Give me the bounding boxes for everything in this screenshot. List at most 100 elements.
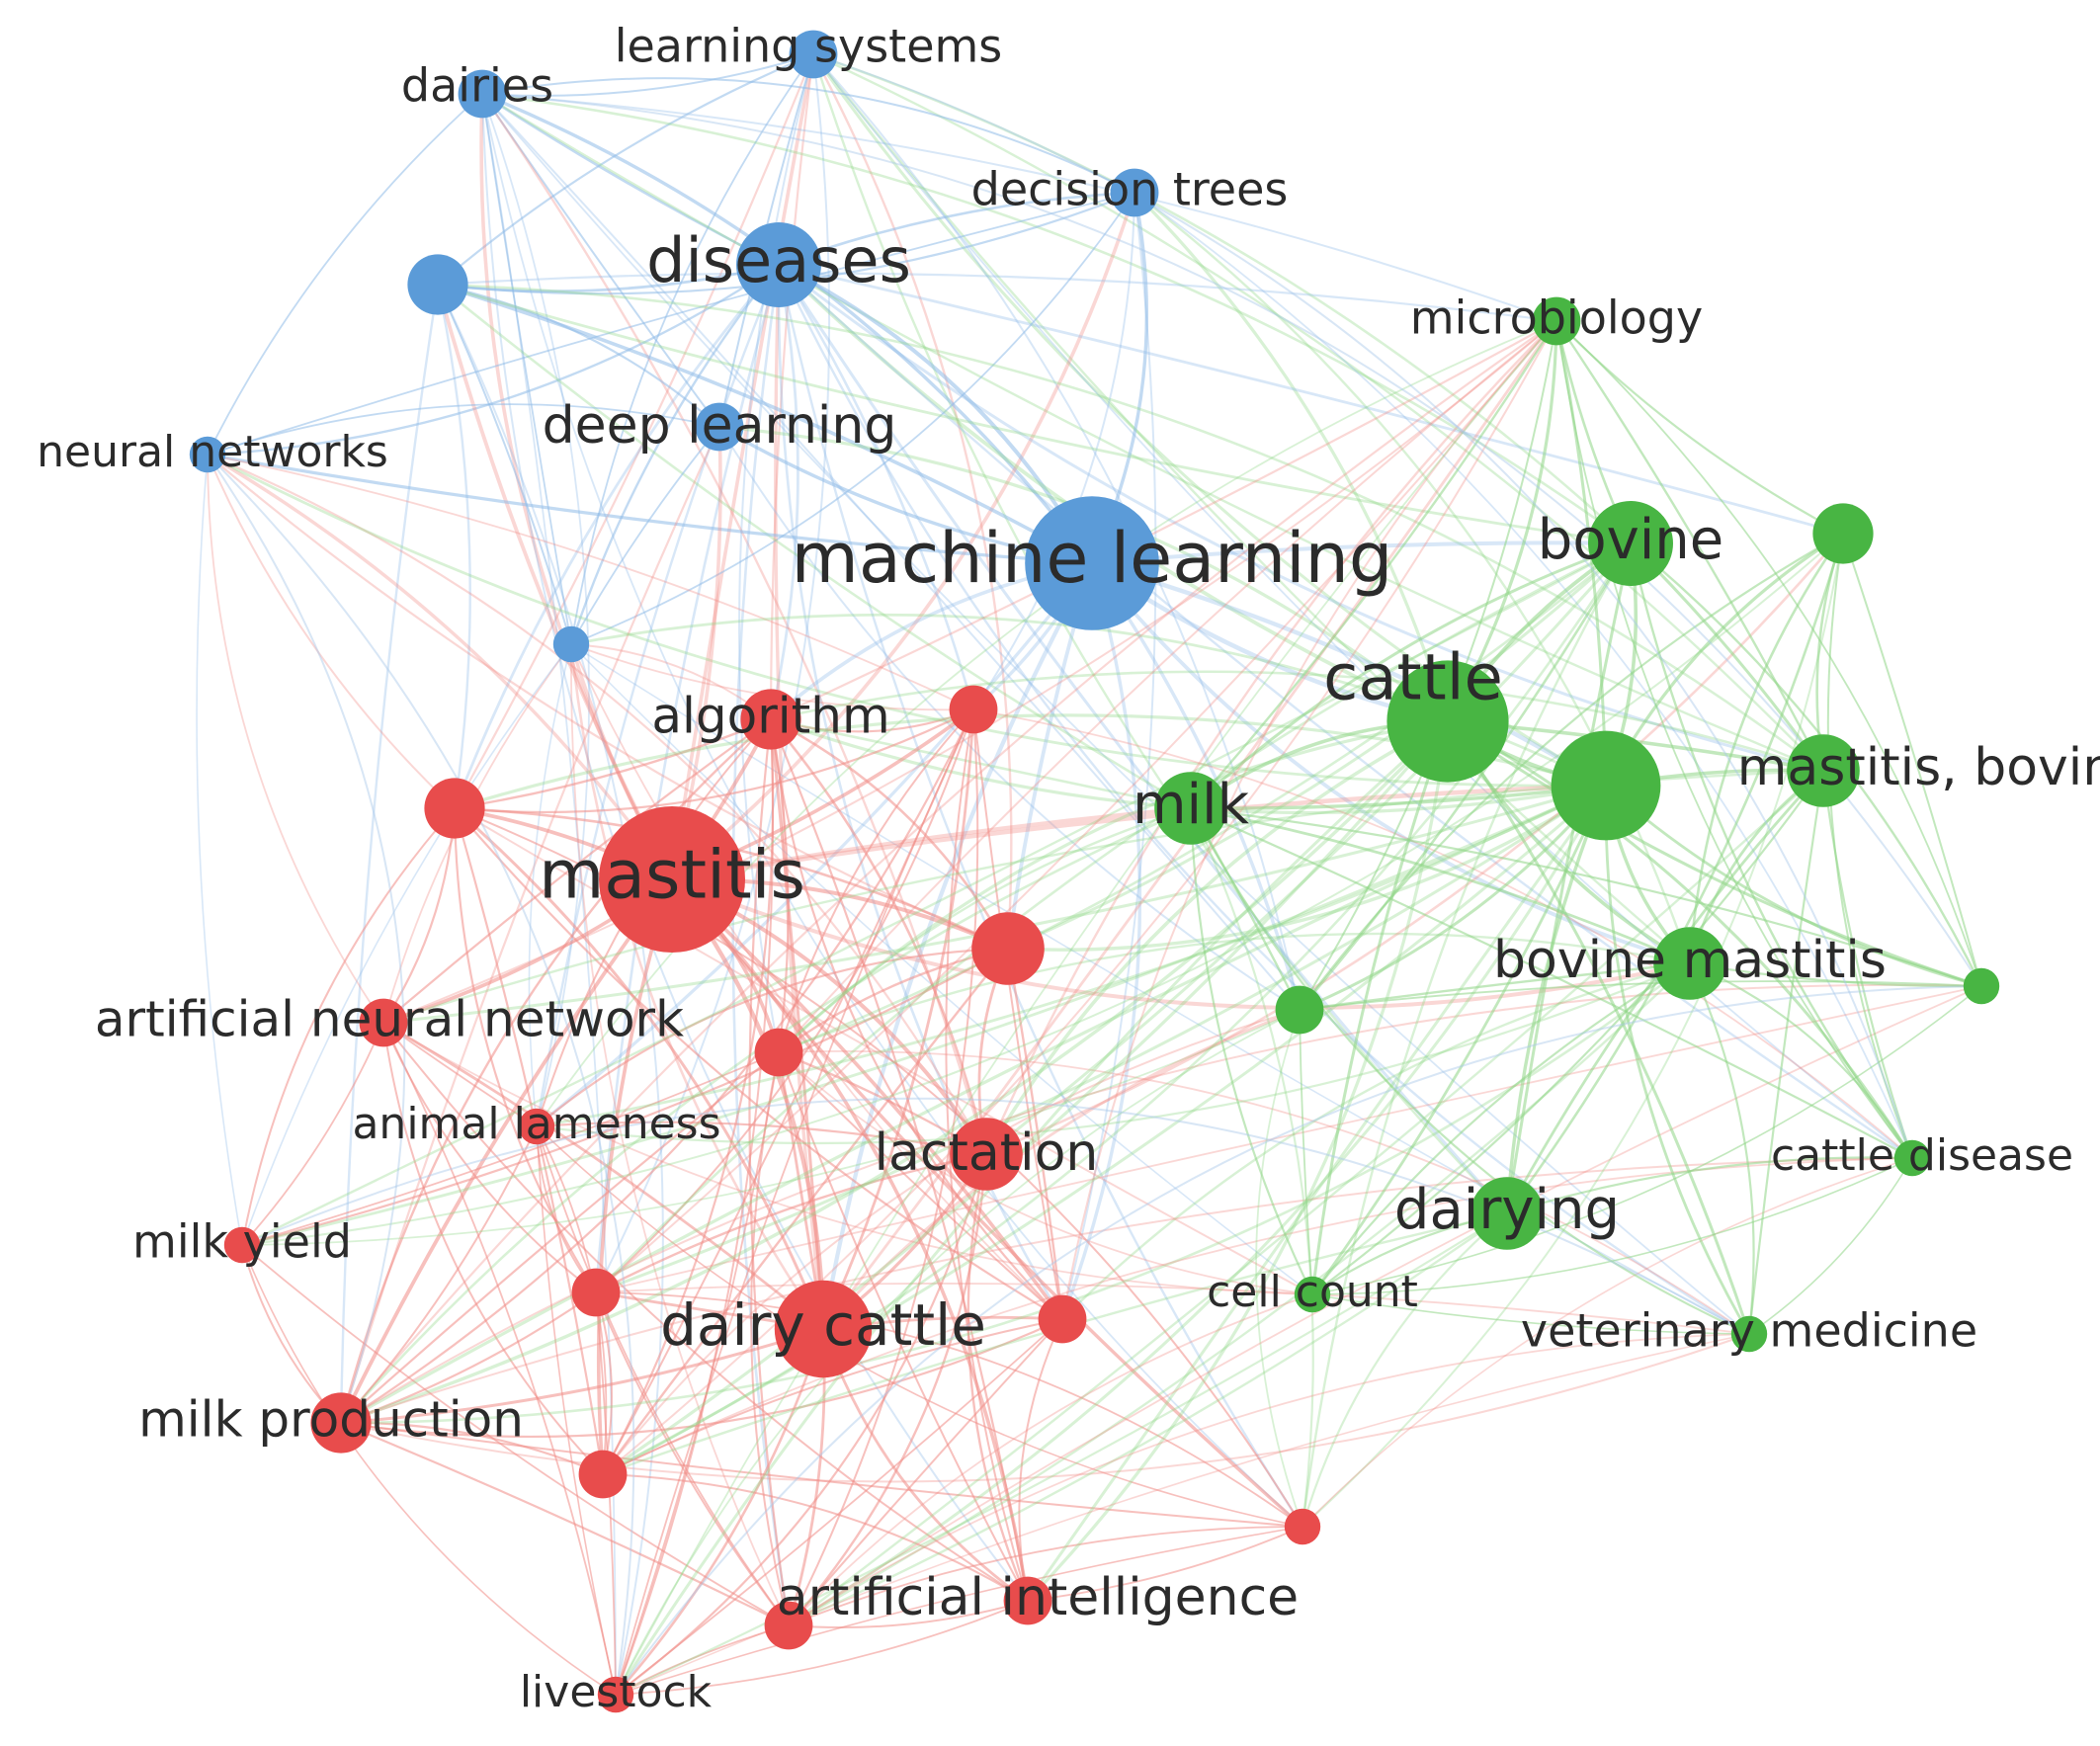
- edge: [1555, 320, 1825, 772]
- node-dairy-cattle[interactable]: [774, 1280, 873, 1378]
- node-milk-yield[interactable]: [223, 1226, 261, 1264]
- edge: [536, 1121, 987, 1156]
- node-red-unlabeled-3[interactable]: [971, 912, 1045, 985]
- edge: [1190, 807, 1314, 1528]
- node-red-unlabeled-8[interactable]: [1284, 1508, 1321, 1545]
- edge: [777, 264, 1509, 1215]
- node-blue-unlabeled-2[interactable]: [552, 625, 590, 663]
- edge: [454, 53, 815, 809]
- edge: [602, 320, 1557, 1475]
- edge: [207, 454, 1009, 951]
- node-cell-count[interactable]: [1294, 1276, 1331, 1313]
- edge: [812, 53, 1691, 964]
- node-learning-systems[interactable]: [789, 30, 838, 79]
- label-learning-systems: learning systems: [615, 20, 1003, 73]
- edge: [535, 562, 1094, 1128]
- edge: [340, 1125, 538, 1424]
- node-red-unlabeled-4[interactable]: [754, 1028, 803, 1077]
- edge: [1299, 980, 1982, 1011]
- node-mastitis[interactable]: [599, 806, 745, 953]
- edge: [788, 1212, 1508, 1627]
- node-cattle-disease[interactable]: [1893, 1139, 1931, 1177]
- node-animal-lameness[interactable]: [518, 1108, 555, 1145]
- node-bovine[interactable]: [1588, 501, 1673, 586]
- edge: [207, 454, 384, 1024]
- edge: [454, 717, 772, 810]
- edge: [821, 708, 975, 1330]
- node-algorithm[interactable]: [740, 689, 801, 750]
- label-artificial-neural-network: artificial neural network: [95, 991, 684, 1048]
- node-lactation[interactable]: [950, 1118, 1023, 1191]
- edge: [770, 670, 1824, 773]
- label-livestock: livestock: [520, 1667, 713, 1717]
- label-dairying: dairying: [1394, 1178, 1620, 1242]
- node-machine-learning[interactable]: [1025, 496, 1159, 630]
- edge: [481, 53, 814, 97]
- label-diseases: diseases: [646, 224, 911, 296]
- edge: [481, 92, 1632, 545]
- edge: [972, 192, 1135, 710]
- node-blue-unlabeled-1[interactable]: [407, 254, 468, 315]
- edge: [1605, 784, 1982, 988]
- edge: [481, 93, 590, 1127]
- node-deep-learning[interactable]: [695, 402, 744, 452]
- edge: [770, 717, 1010, 950]
- edge: [778, 1051, 1063, 1320]
- edge: [340, 1327, 824, 1425]
- edge: [1299, 961, 1691, 1012]
- node-decision-trees[interactable]: [1110, 168, 1159, 217]
- label-artificial-intelligence: artificial intelligence: [777, 1568, 1299, 1627]
- node-diseases[interactable]: [736, 222, 821, 307]
- edge: [340, 708, 974, 1424]
- node-milk-production[interactable]: [310, 1392, 372, 1454]
- edge: [984, 320, 1557, 1155]
- label-decision-trees: decision trees: [971, 163, 1289, 216]
- label-machine-learning: machine learning: [792, 518, 1393, 599]
- edge: [602, 784, 1607, 1476]
- edge: [1311, 1293, 1750, 1335]
- node-dairying[interactable]: [1470, 1177, 1544, 1250]
- node-cattle[interactable]: [1386, 660, 1509, 783]
- edge: [382, 718, 772, 1024]
- node-artificial-neural-network[interactable]: [359, 998, 408, 1047]
- node-bovine-mastitis[interactable]: [1653, 927, 1726, 1000]
- edge: [536, 961, 1691, 1145]
- edge: [437, 283, 720, 428]
- node-microbiology[interactable]: [1532, 296, 1581, 346]
- node-red-unlabeled-2[interactable]: [424, 778, 485, 839]
- edge: [382, 1021, 824, 1331]
- node-red-unlabeled-9[interactable]: [764, 1601, 813, 1650]
- node-green-unlabeled-1[interactable]: [1812, 503, 1874, 564]
- node-red-unlabeled-7[interactable]: [578, 1450, 628, 1499]
- edge: [339, 877, 674, 1424]
- edge: [570, 643, 1313, 1295]
- edge: [778, 1051, 1313, 1295]
- edge: [777, 264, 1750, 1336]
- edge-layer: [196, 52, 1983, 1696]
- node-red-unlabeled-1[interactable]: [949, 685, 998, 734]
- node-dairies[interactable]: [458, 69, 507, 119]
- node-green-unlabeled-2[interactable]: [1963, 967, 2000, 1005]
- node-mastitis-bovine[interactable]: [1787, 734, 1860, 807]
- node-green-unlabeled-3[interactable]: [1275, 985, 1324, 1035]
- edge: [382, 1022, 1029, 1602]
- node-livestock[interactable]: [597, 1676, 634, 1713]
- edge: [481, 92, 780, 267]
- node-veterinary-medicine[interactable]: [1730, 1315, 1768, 1353]
- edge: [1302, 533, 1844, 1528]
- node-milk[interactable]: [1154, 772, 1227, 845]
- edge: [1505, 533, 1845, 1214]
- node-artificial-intelligence[interactable]: [1003, 1576, 1052, 1625]
- edge: [769, 264, 799, 720]
- edge: [536, 1125, 1303, 1528]
- edge: [1748, 1157, 1913, 1335]
- edge: [1555, 320, 1844, 535]
- edge: [382, 1022, 617, 1696]
- edge: [437, 52, 814, 286]
- label-animal-lameness: animal lameness: [352, 1099, 720, 1149]
- node-red-unlabeled-5[interactable]: [571, 1268, 621, 1317]
- node-red-unlabeled-6[interactable]: [1038, 1294, 1087, 1344]
- node-mastitis-bovine-hub[interactable]: [1551, 730, 1661, 841]
- node-neural-networks[interactable]: [189, 436, 226, 473]
- edge: [382, 1022, 604, 1475]
